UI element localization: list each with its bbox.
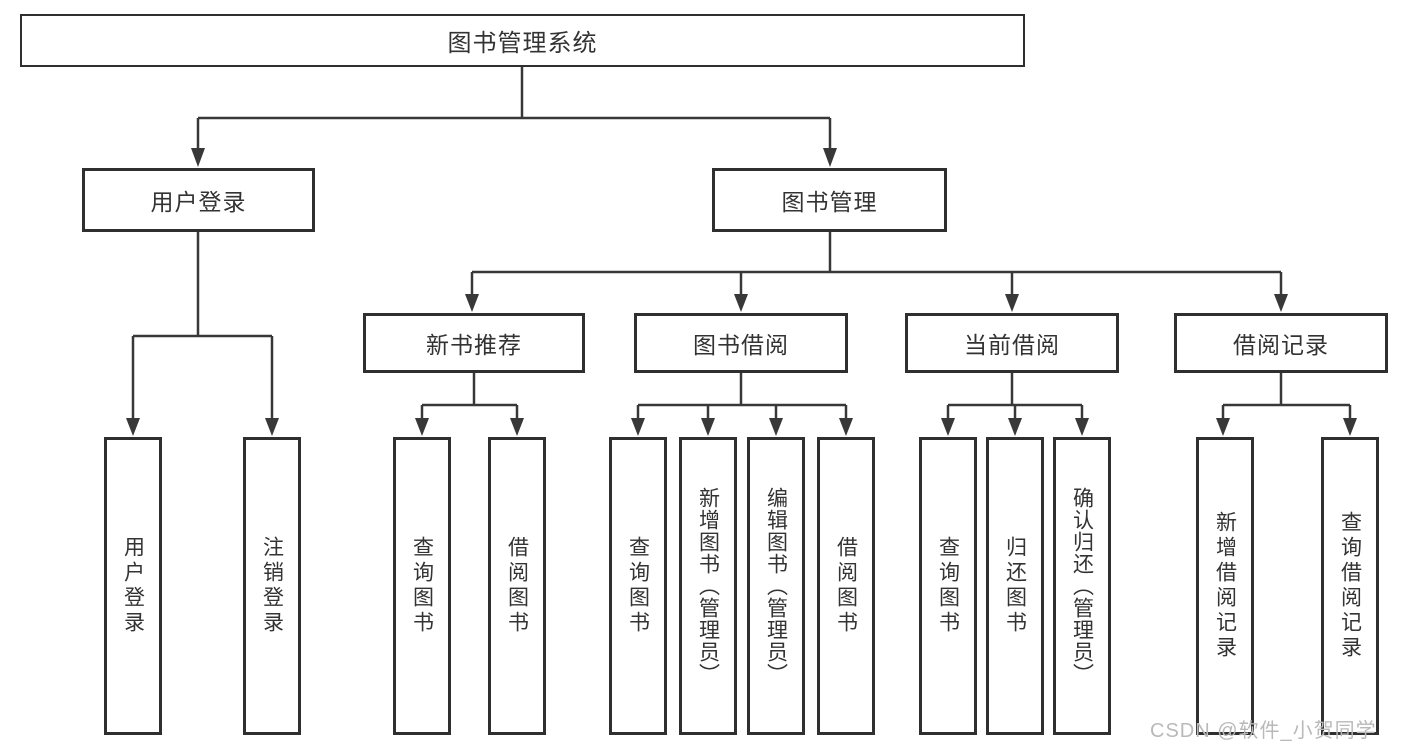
leaf-newrec-query-books: 查询图书 [393,437,451,735]
leaf-borrow-add-books-admin: 新增图书（管理员） [679,437,737,735]
node-current-borrowing: 当前借阅 [905,313,1119,373]
leaf-records-add-record-label: 新增借阅记录 [1213,511,1237,661]
leaf-user-login-label: 用户登录 [121,536,145,636]
leaf-logout-label: 注销登录 [260,536,284,636]
node-book-management: 图书管理 [712,168,947,232]
leaf-newrec-borrow-books-label: 借阅图书 [505,536,529,636]
node-new-book-recommend-label: 新书推荐 [426,332,522,358]
node-user-login: 用户登录 [82,168,315,232]
csdn-watermark: CSDN @软件_小贺同学 [1150,720,1377,742]
leaf-logout: 注销登录 [243,437,301,735]
node-book-borrowing-label: 图书借阅 [693,332,789,358]
leaf-current-confirm-return-admin: 确认归还（管理员） [1053,437,1111,735]
leaf-records-add-record: 新增借阅记录 [1196,437,1254,735]
leaf-borrow-borrow-books-label: 借阅图书 [834,536,858,636]
node-book-management-label: 图书管理 [781,189,878,215]
leaf-borrow-query-books-label: 查询图书 [626,536,650,636]
leaf-borrow-edit-books-admin-label: 编辑图书（管理员） [764,487,788,685]
leaf-records-query-record: 查询借阅记录 [1321,437,1379,735]
leaf-current-return-books-label: 归还图书 [1003,536,1027,636]
node-current-borrowing-label: 当前借阅 [964,332,1060,358]
node-new-book-recommend: 新书推荐 [363,313,585,373]
leaf-borrow-query-books: 查询图书 [609,437,667,735]
node-root-label: 图书管理系统 [447,30,598,57]
leaf-current-confirm-return-admin-label: 确认归还（管理员） [1070,487,1094,685]
leaf-current-query-books: 查询图书 [919,437,977,735]
leaf-records-query-record-label: 查询借阅记录 [1338,511,1362,661]
leaf-borrow-edit-books-admin: 编辑图书（管理员） [747,437,805,735]
leaf-borrow-borrow-books: 借阅图书 [817,437,875,735]
node-borrowing-records: 借阅记录 [1174,313,1388,373]
node-borrowing-records-label: 借阅记录 [1233,332,1329,358]
leaf-borrow-add-books-admin-label: 新增图书（管理员） [696,487,720,685]
node-book-borrowing: 图书借阅 [634,313,848,373]
leaf-current-query-books-label: 查询图书 [936,536,960,636]
leaf-current-return-books: 归还图书 [986,437,1044,735]
node-user-login-label: 用户登录 [150,189,247,215]
arrowheads [126,148,1357,436]
leaf-newrec-borrow-books: 借阅图书 [488,437,546,735]
leaf-user-login: 用户登录 [104,437,162,735]
node-root: 图书管理系统 [20,14,1025,67]
leaf-newrec-query-books-label: 查询图书 [410,536,434,636]
